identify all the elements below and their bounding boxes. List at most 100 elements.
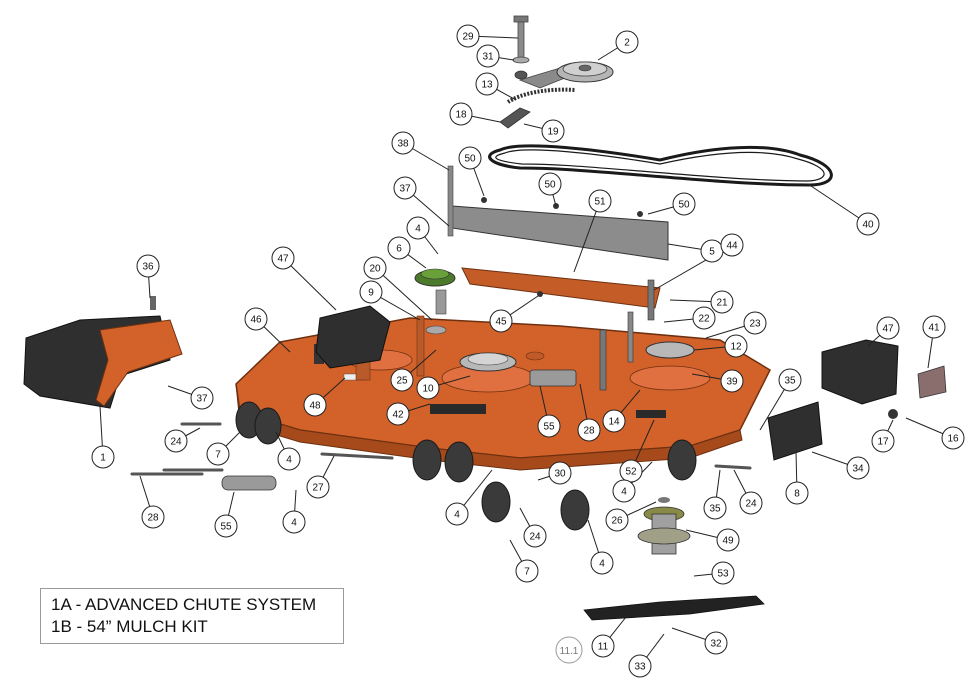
callout-number: 55: [220, 522, 232, 533]
callout-16: 16: [941, 426, 965, 450]
callout-13: 13: [475, 72, 499, 96]
callout-4: 4: [612, 479, 636, 503]
callout-number: 39: [726, 377, 738, 388]
callout-37: 37: [190, 386, 214, 410]
callout-number: 50: [678, 200, 690, 211]
callout-number: 55: [543, 422, 555, 433]
callout-circle: [475, 72, 499, 96]
chute-bracket: [767, 401, 823, 461]
callout-number: 4: [286, 455, 292, 466]
callout-number: 25: [396, 376, 408, 387]
deck-wheels: [235, 401, 697, 531]
callout-1: 1: [91, 445, 115, 469]
callout-29: 29: [456, 24, 480, 48]
callout-50: 50: [458, 146, 482, 170]
callout-circle: [515, 559, 539, 583]
callout-number: 44: [726, 241, 738, 252]
callout-number: 4: [599, 559, 605, 570]
callout-number: 32: [710, 639, 722, 650]
callout-number: 5: [709, 247, 715, 258]
callout-number: 8: [794, 489, 800, 500]
callout-circle: [244, 307, 268, 331]
callout-number: 16: [947, 434, 959, 445]
callout-2: 2: [615, 30, 639, 54]
callout-53: 53: [711, 561, 735, 585]
callout-50: 50: [538, 172, 562, 196]
callout-8: 8: [785, 481, 809, 505]
callout-circle: [387, 236, 411, 260]
callout-circle: [538, 172, 562, 196]
callout-22: 22: [692, 306, 716, 330]
callout-circle: [778, 368, 802, 392]
callout-number: 6: [396, 244, 402, 255]
callout-45: 45: [489, 309, 513, 333]
callout-30: 30: [548, 461, 572, 485]
callout-number: 17: [877, 437, 889, 448]
callout-number: 33: [634, 662, 646, 673]
callout-number: 4: [454, 510, 460, 521]
callout-circle: [541, 119, 565, 143]
callout-circle: [590, 551, 614, 575]
callout-number: 47: [882, 324, 894, 335]
callout-circle: [602, 409, 626, 433]
callout-number: 23: [749, 319, 761, 330]
callout-number: 42: [392, 410, 404, 421]
callout-32: 32: [704, 631, 728, 655]
callout-circle: [386, 402, 410, 426]
callout-28: 28: [141, 505, 165, 529]
callout-number: 29: [462, 32, 474, 43]
callout-number: 11: [598, 642, 609, 653]
callout-19: 19: [541, 119, 565, 143]
callout-number: 9: [368, 288, 374, 299]
callout-number: 47: [277, 254, 289, 265]
callout-circle: [445, 502, 469, 526]
callout-24: 24: [739, 491, 763, 515]
callout-4: 4: [445, 502, 469, 526]
callout-circle: [271, 246, 295, 270]
callout-39: 39: [720, 369, 744, 393]
mower-blade: [583, 595, 765, 621]
callout-47: 47: [876, 316, 900, 340]
side-discharge-chute: [23, 296, 183, 409]
callout-circle: [416, 376, 440, 400]
callout-number: 4: [621, 487, 627, 498]
callout-circle: [628, 654, 652, 678]
callout-number: 19: [547, 127, 559, 138]
callout-circle: [206, 442, 230, 466]
callout-number: 37: [399, 184, 411, 195]
callout-circle: [449, 102, 473, 126]
callout-circle: [672, 192, 696, 216]
callout-circle: [703, 496, 727, 520]
callout-number: 49: [722, 536, 734, 547]
callout-25: 25: [390, 368, 414, 392]
page-reference-number: 11.1: [560, 646, 579, 657]
callout-number: 53: [717, 569, 729, 580]
callout-35: 35: [778, 368, 802, 392]
callout-circle: [456, 24, 480, 48]
mower-deck: [235, 268, 771, 471]
callout-number: 26: [611, 516, 623, 527]
callout-4: 4: [277, 447, 301, 471]
callout-number: 48: [309, 401, 321, 412]
callout-circle: [136, 254, 160, 278]
callout-number: 14: [608, 417, 620, 428]
callout-7: 7: [206, 442, 230, 466]
callout-circle: [577, 418, 601, 442]
mulch-cover-left: [315, 305, 391, 369]
callout-circle: [846, 456, 870, 480]
callout-number: 46: [250, 315, 262, 326]
callout-circle: [214, 514, 238, 538]
callout-33: 33: [628, 654, 652, 678]
callout-51: 51: [588, 189, 612, 213]
callout-circle: [692, 306, 716, 330]
callout-circle: [141, 505, 165, 529]
callout-circle: [393, 176, 417, 200]
callout-number: 38: [397, 139, 409, 150]
callout-circle: [739, 491, 763, 515]
callout-44: 44: [720, 233, 744, 257]
callout-circle: [363, 256, 387, 280]
callout-5: 5: [700, 239, 724, 263]
leader-line-20: [374, 267, 433, 321]
